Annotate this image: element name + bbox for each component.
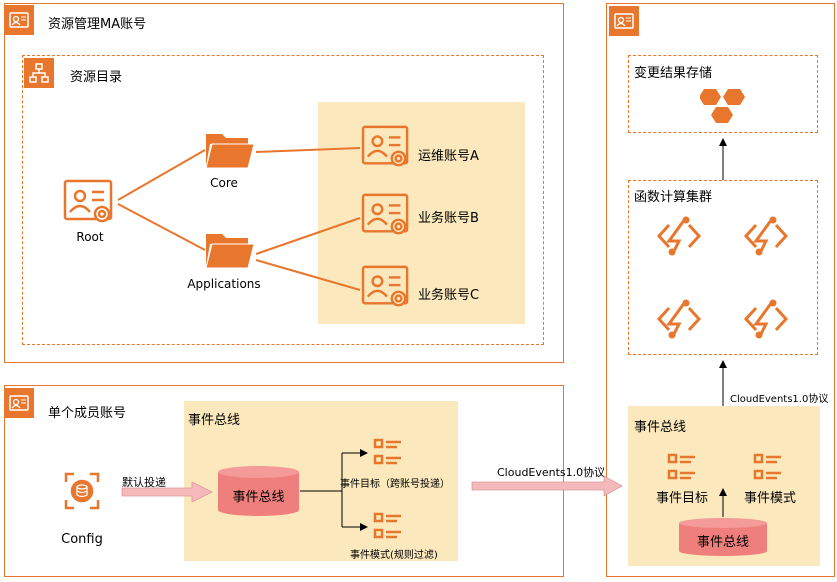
member-account-title: 单个成员账号 [48, 406, 127, 421]
default-delivery-label: 默认投递 [122, 476, 166, 489]
account-b-label: 业务账号B [418, 211, 479, 226]
folder-core-label: Core [210, 176, 238, 190]
event-target-icon [666, 451, 698, 483]
central-account-panel [606, 3, 835, 577]
compute-cluster-title: 函数计算集群 [634, 190, 713, 205]
storage-area [628, 55, 818, 133]
account-c-icon [360, 264, 414, 310]
storage-icon [699, 86, 746, 128]
root-account-icon [62, 178, 118, 226]
central-event-bus-label: 事件总线 [696, 535, 749, 550]
storage-title: 变更结果存储 [634, 66, 713, 81]
compute-cluster-area [628, 180, 818, 355]
function-icon [655, 298, 703, 340]
event-bus-cylinder [217, 465, 300, 517]
function-icon [742, 215, 790, 257]
event-pattern-icon [752, 451, 784, 483]
account-icon [4, 5, 34, 35]
event-pattern-label: 事件模式(规则过滤) [350, 550, 438, 561]
central-event-bus-cylinder [678, 517, 768, 557]
connector-label: CloudEvents1.0协议 [497, 466, 606, 479]
up-arrow-label: CloudEvents1.0协议 [730, 394, 829, 405]
config-icon [62, 470, 102, 512]
event-target-label: 事件目标（跨账号投递） [340, 479, 450, 490]
event-pattern-icon [372, 510, 404, 542]
resource-management-title: 资源管理MA账号 [48, 17, 147, 32]
account-icon [609, 6, 639, 36]
central-event-pattern-label: 事件模式 [744, 491, 797, 506]
account-icon [4, 388, 34, 418]
central-event-target-label: 事件目标 [656, 491, 709, 506]
account-a-label: 运维账号A [418, 149, 479, 164]
root-label: Root [76, 230, 104, 244]
event-target-icon [372, 436, 404, 468]
resource-directory-area [22, 55, 544, 345]
event-bus-area-title: 事件总线 [188, 413, 241, 428]
function-icon [655, 215, 703, 257]
resource-directory-title: 资源目录 [70, 70, 123, 85]
folder-applications-label: Applications [187, 277, 261, 291]
account-a-icon [360, 124, 414, 170]
event-bus-label: 事件总线 [232, 490, 285, 505]
org-tree-icon [24, 58, 54, 88]
function-icon [742, 298, 790, 340]
folder-applications-icon [204, 228, 256, 270]
central-event-bus-title: 事件总线 [634, 420, 687, 435]
config-label: Config [61, 532, 103, 547]
account-c-label: 业务账号C [418, 288, 480, 303]
account-b-icon [360, 192, 414, 238]
folder-core-icon [204, 128, 256, 170]
resource-management-panel [4, 3, 564, 363]
